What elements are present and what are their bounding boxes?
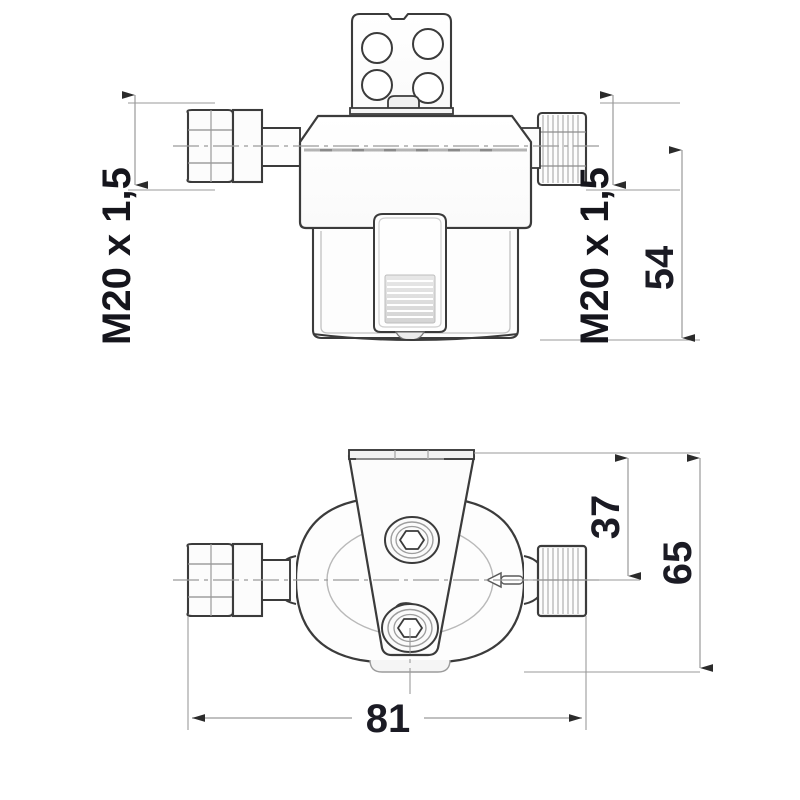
front-elevation-view: M20 x 1,5 M20 x 1,5 54 (95, 12, 700, 345)
hex-screw-upper-ring1 (390, 521, 434, 559)
register-panel-inner (378, 217, 442, 328)
bracket-hole-bottom-right (412, 72, 444, 104)
bracket-hole-top-left (361, 32, 393, 64)
right-nut-plan-knurl (542, 548, 579, 614)
hex-screw-upper-socket (399, 530, 425, 550)
dim-thread-right: M20 x 1,5 (573, 91, 627, 345)
dim-length-81: 81 (192, 697, 582, 741)
top-plan-view: 37 65 81 (173, 449, 714, 741)
dim-bracket-37-label: 37 (584, 495, 628, 540)
dim-height-54-label: 54 (638, 245, 682, 290)
bracket-hole-bottom-left (361, 69, 393, 101)
dim-width-65-label: 65 (656, 541, 700, 586)
hex-screw-upper-ring2 (395, 525, 429, 555)
meter-body-front (298, 114, 533, 341)
body-seam-dots (320, 149, 492, 152)
body-bottom-curve (312, 333, 519, 341)
dim-length-81-text-mask (352, 698, 424, 738)
register-grill-slats (387, 280, 433, 318)
hex-screw-upper (384, 516, 440, 564)
dim-thread-right-label: M20 x 1,5 (573, 167, 617, 345)
bracket-rail-ticks (394, 450, 429, 459)
bracket-tab (387, 95, 420, 111)
dim-length-81-label: 81 (366, 697, 411, 741)
mounting-bracket-front (349, 12, 454, 115)
dim-width-65: 65 (656, 454, 714, 672)
bracket-base-rail (349, 107, 454, 115)
right-nut-knurl-lines (542, 115, 579, 183)
left-nipple-shank (261, 127, 301, 167)
plan-extension-lines (187, 452, 700, 730)
right-knurled-nut-plan (536, 544, 588, 618)
dim-bracket-37: 37 (584, 454, 642, 580)
bracket-hole-top-right (412, 28, 444, 60)
bracket-top-rail (348, 449, 475, 460)
body-upper-housing (298, 114, 533, 230)
dim-thread-left: M20 x 1,5 (95, 91, 149, 345)
right-nut-plan-body (536, 544, 588, 618)
dim-height-54: 54 (638, 146, 696, 342)
right-nut-chamfer-lines (538, 131, 586, 167)
dim-thread-left-label: M20 x 1,5 (95, 167, 139, 345)
